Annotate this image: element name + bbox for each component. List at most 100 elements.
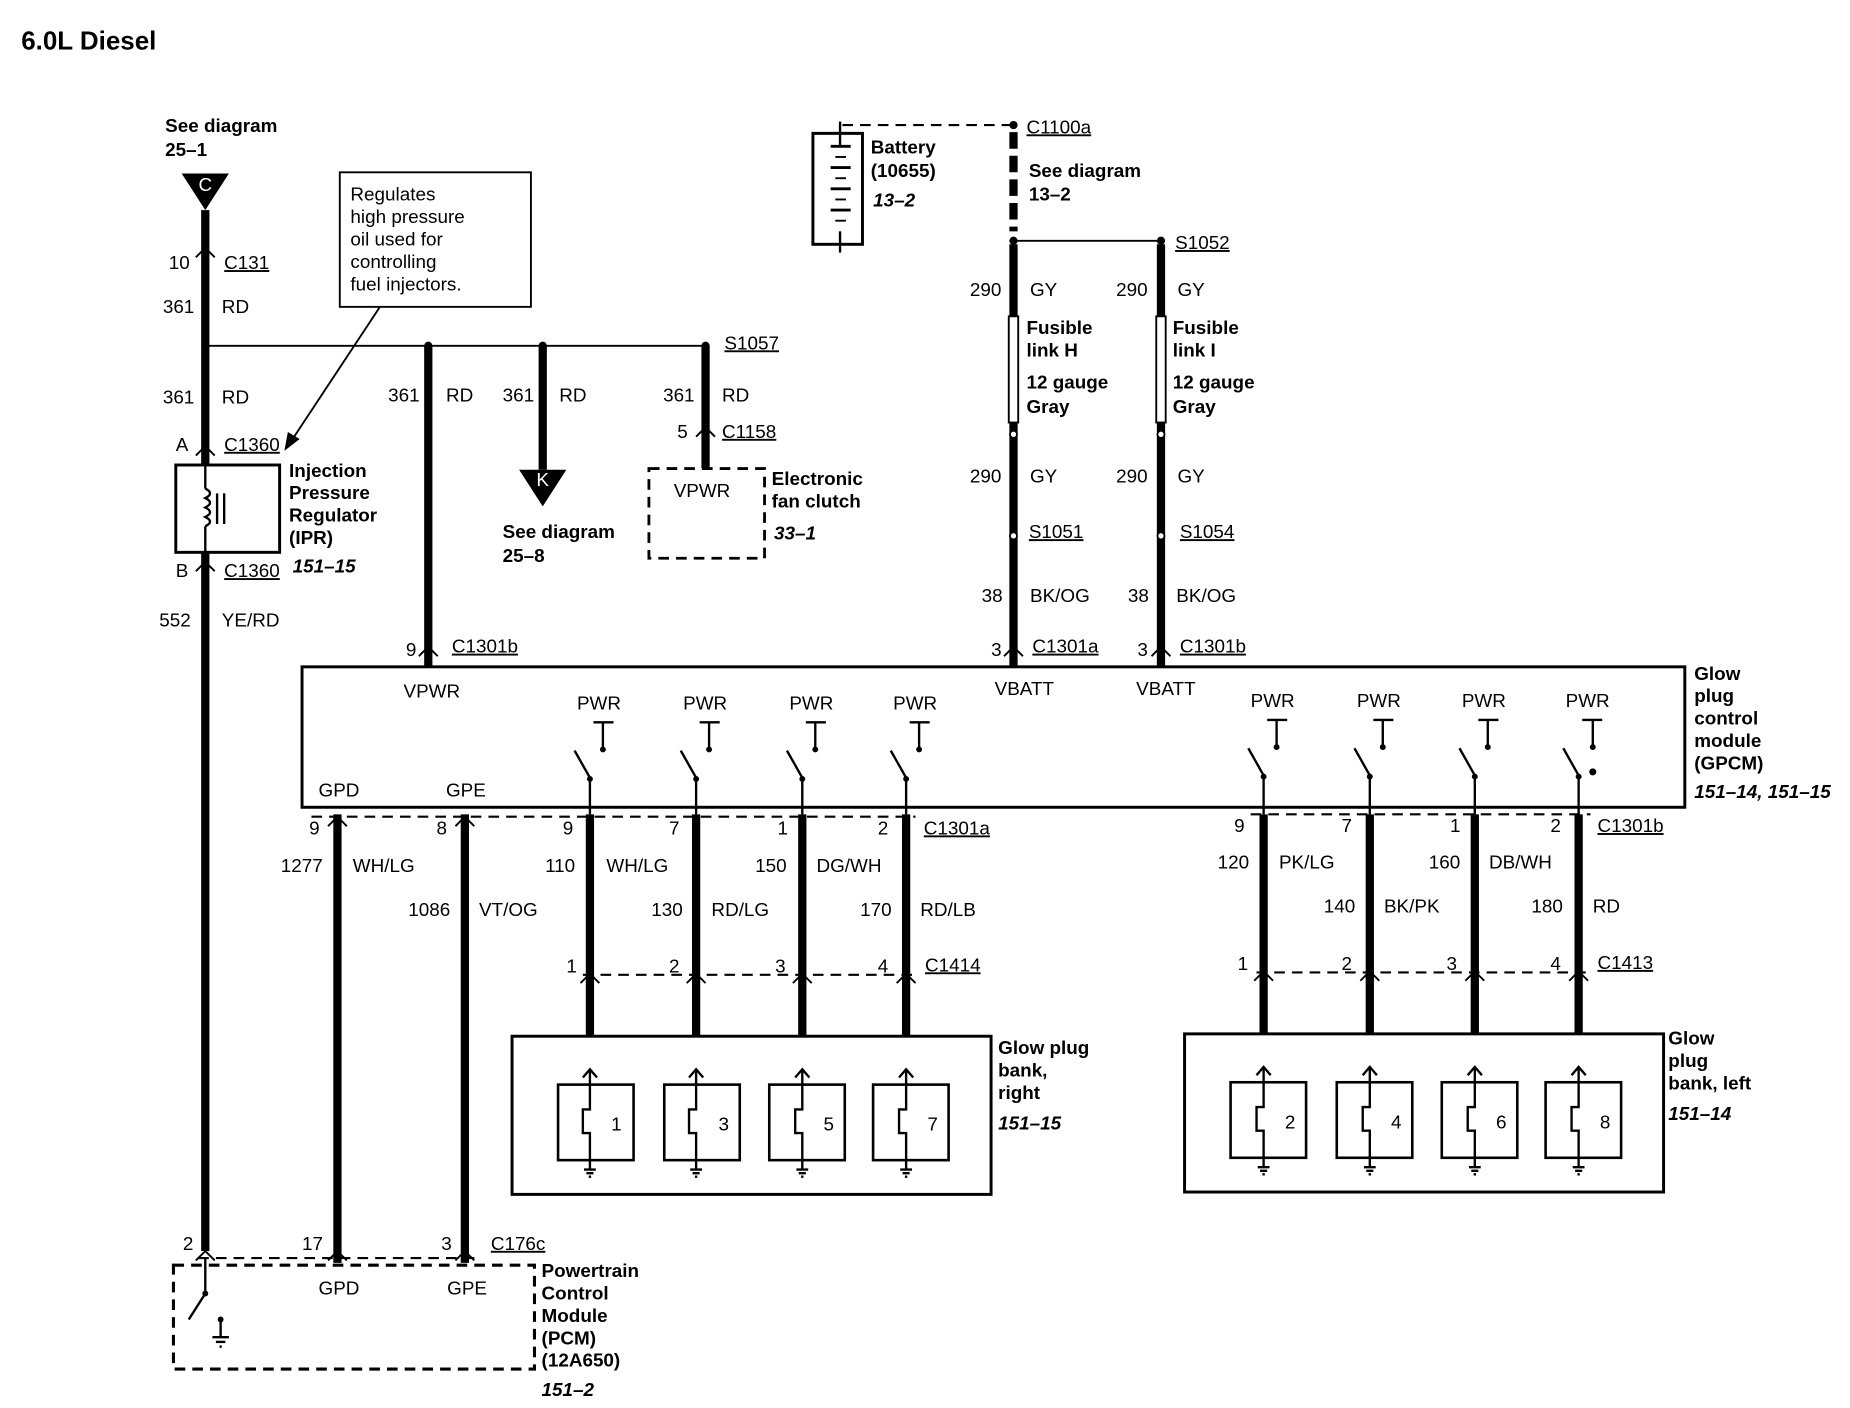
svg-text:PWR: PWR — [1251, 691, 1295, 712]
pin-c1413-1: 1 — [1238, 954, 1248, 975]
pcm-ref: 151–2 — [542, 1380, 595, 1401]
circuit-rd-c: RD — [446, 385, 473, 406]
glow-plug-8: 8 — [1544, 1065, 1623, 1176]
pin-c1414-2: 2 — [669, 956, 679, 977]
connector-c1301a-vbatt: C1301a — [1032, 637, 1099, 658]
pcm-switch-icon — [187, 1258, 229, 1348]
pin-c1301a-2: 2 — [878, 818, 888, 839]
connector-c1360-b-symbol — [195, 560, 216, 572]
pin-c1413-2: 2 — [1341, 954, 1351, 975]
glow-plug-2: 2 — [1229, 1065, 1308, 1176]
note-box — [338, 171, 532, 308]
connector-c1158-symbol — [695, 425, 716, 438]
pin-c131-10: 10 — [169, 253, 190, 274]
pin-c1301a-3: 3 — [991, 640, 1001, 661]
pcm-gpe: GPE — [447, 1279, 487, 1300]
connector-c1301a-out: C1301a — [924, 818, 991, 839]
connector-symbol — [1359, 969, 1380, 982]
connector-c1360-a: C1360 — [224, 435, 280, 456]
circuit-290-h2: 290 — [970, 467, 1001, 488]
ipr-component — [174, 463, 282, 554]
connector-c1414: C1414 — [925, 955, 981, 976]
splice-dot — [201, 341, 210, 350]
splice-dot — [1009, 120, 1018, 130]
pin-gpd-9: 9 — [309, 818, 319, 839]
fusible-i-line-2: link I — [1173, 340, 1216, 361]
note-line-1: Regulates — [350, 185, 435, 206]
circuit-yerd: YE/RD — [222, 611, 280, 632]
circuit-1086: 1086 — [408, 900, 450, 921]
glow-plug-4: 4 — [1335, 1065, 1414, 1176]
fusible-link-h-icon — [1007, 315, 1020, 424]
splice-s1051: S1051 — [1029, 522, 1084, 543]
connector-symbol — [896, 972, 917, 984]
circuit-361-b: 361 — [163, 388, 194, 409]
circuit-bkpk: BK/PK — [1384, 896, 1440, 917]
connector-c1301b-vpwr: C1301b — [452, 637, 518, 658]
circuit-38-i: 38 — [1128, 586, 1149, 607]
svg-text:PWR: PWR — [893, 693, 937, 714]
circuit-290-h1: 290 — [970, 280, 1001, 301]
gpcm-switch-7: PWR — [889, 693, 937, 815]
ipr-ref: 151–15 — [293, 556, 356, 577]
fusible-h-line-4: Gray — [1026, 397, 1070, 418]
circuit-361-a: 361 — [163, 297, 194, 318]
svg-text:PWR: PWR — [577, 693, 621, 714]
pin-c176c-17: 17 — [302, 1234, 323, 1255]
fan-clutch-line-1: Electronic — [772, 469, 863, 490]
fusible-link-i-icon — [1155, 315, 1167, 424]
glow-plug-3: 3 — [662, 1067, 742, 1178]
bank-left-line-1: Glow — [1668, 1028, 1714, 1049]
circuit-bkog-i: BK/OG — [1176, 586, 1236, 607]
pin-c1158-5: 5 — [677, 422, 687, 443]
fusible-i-line-4: Gray — [1173, 397, 1217, 418]
circuit-130: 130 — [651, 900, 682, 921]
circuit-160: 160 — [1429, 853, 1460, 874]
circuit-361-e: 361 — [663, 385, 694, 406]
fan-clutch-vpwr: VPWR — [674, 481, 731, 502]
gpcm-vbatt-a: VBATT — [995, 679, 1055, 700]
ref-k-triangle-icon — [519, 469, 567, 507]
connector-c1301b-out: C1301b — [1598, 816, 1664, 837]
glow-plug-5: 5 — [767, 1067, 847, 1178]
circuit-290-i1: 290 — [1116, 280, 1147, 301]
connector-symbol — [1253, 969, 1274, 982]
circuit-140: 140 — [1324, 896, 1355, 917]
circuit-552: 552 — [159, 611, 190, 632]
connector-c131-symbol — [195, 246, 216, 258]
pcm-line-4: (PCM) — [542, 1328, 597, 1349]
circuit-rdlb: RD/LB — [920, 900, 976, 921]
bank-left-line-3: bank, left — [1668, 1073, 1752, 1094]
pin-c1301b-7: 7 — [1341, 816, 1351, 837]
connector-symbol — [454, 1249, 475, 1262]
pin-gpe-8: 8 — [437, 818, 447, 839]
splice-dot — [1156, 531, 1166, 541]
gpcm-vbatt-b: VBATT — [1136, 679, 1196, 700]
gpcm-line-4: module — [1694, 731, 1761, 752]
note-line-3: oil used for — [350, 229, 442, 250]
ipr-line-3: Regulator — [289, 506, 378, 527]
fusible-h-line-3: 12 gauge — [1026, 372, 1108, 393]
circuit-rd-e: RD — [722, 385, 749, 406]
connector-symbol — [1464, 969, 1485, 982]
connector-symbol — [195, 1249, 216, 1262]
note-pointer-line — [291, 306, 381, 440]
pcm-line-1: Powertrain — [542, 1261, 640, 1282]
circuit-rd-d: RD — [559, 385, 586, 406]
pcm-line-5: (12A650) — [542, 1351, 621, 1372]
circuit-361-d: 361 — [503, 385, 534, 406]
circuit-gy-i1: GY — [1177, 280, 1205, 301]
circuit-whlg-110: WH/LG — [606, 856, 668, 877]
ipr-line-4: (IPR) — [289, 528, 333, 549]
glow-plug-1: 1 — [556, 1067, 635, 1178]
circuit-150: 150 — [755, 856, 786, 877]
gpcm-switch-1: PWR — [573, 693, 621, 815]
note-pointer-arrow-icon — [284, 431, 300, 451]
splice-s1054: S1054 — [1180, 522, 1235, 543]
circuit-gy-h2: GY — [1030, 467, 1058, 488]
connector-symbol — [454, 815, 475, 827]
connector-symbol — [792, 972, 813, 984]
solenoid-coil-icon — [202, 465, 226, 553]
circuit-120: 120 — [1218, 853, 1249, 874]
